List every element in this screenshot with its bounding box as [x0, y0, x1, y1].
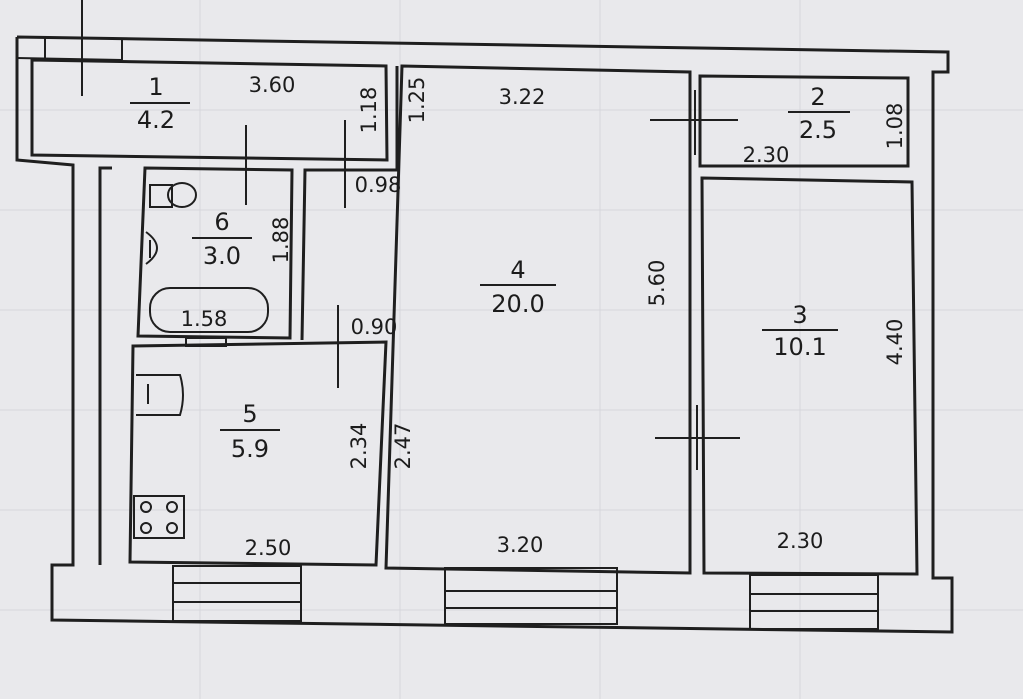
bedroom-window: [749, 574, 879, 630]
room-5-number: 5: [242, 400, 257, 428]
room-1-number: 1: [148, 73, 163, 101]
toilet-tank: [149, 184, 173, 208]
room-4-area: 20.0: [491, 290, 544, 318]
stove-icon: [133, 495, 185, 539]
dim-living-top: 3.22: [499, 85, 546, 109]
kitchen-window: [172, 565, 302, 622]
room-5-area: 5.9: [231, 435, 269, 463]
dim-balcony-depth: 1.18: [357, 87, 381, 134]
windows: [172, 565, 879, 630]
dim-pantry-depth: 1.08: [883, 103, 907, 150]
room-1-balcony: [30, 0, 389, 162]
dim-bath-length: 1.88: [269, 217, 293, 264]
room-6-bathroom: [136, 125, 294, 347]
room-labels: 1 4.2 2 2.5 3 10.1 4 20.0 5 5.9 6 3.0: [130, 73, 850, 463]
corridor-walls: [300, 66, 399, 341]
room-2-area: 2.5: [799, 116, 837, 144]
dim-pantry-width: 2.30: [743, 143, 790, 167]
living-window: [444, 567, 618, 625]
room-4-number: 4: [510, 256, 525, 284]
dim-corridor-width: 0.98: [355, 173, 402, 197]
room-2-pantry: [698, 74, 910, 168]
dim-kitchen-wall: 2.47: [391, 423, 415, 470]
dim-bedroom-width: 2.30: [777, 529, 824, 553]
room-6-number: 6: [214, 208, 229, 236]
dim-kitchen-depth: 2.34: [347, 423, 371, 470]
dim-bedroom-length: 4.40: [883, 319, 907, 366]
room-4-living: [384, 64, 740, 575]
room-1-area: 4.2: [137, 106, 175, 134]
room-3-area: 10.1: [773, 333, 826, 361]
dim-balcony-length: 3.60: [249, 73, 296, 97]
dim-kitchen-width: 2.50: [245, 536, 292, 560]
dim-passage-width: 0.90: [351, 315, 398, 339]
room-2-number: 2: [810, 83, 825, 111]
dim-living-bottom: 3.20: [497, 533, 544, 557]
bathtub: [149, 287, 269, 333]
kitchen-sink: [136, 374, 184, 416]
room-6-area: 3.0: [203, 242, 241, 270]
dimension-labels: 3.60 1.18 1.25 0.98 3.22 5.60 3.20 2.30 …: [181, 73, 907, 560]
dim-bath-width: 1.58: [181, 307, 228, 331]
room-5-kitchen: [128, 305, 388, 567]
bath-sink: [145, 231, 158, 265]
outer-walls: [15, 35, 954, 634]
toilet: [167, 182, 197, 208]
dim-living-length: 5.60: [645, 260, 669, 307]
room-3-bedroom: [700, 176, 919, 576]
room-3-number: 3: [792, 301, 807, 329]
dim-corridor-depth: 1.25: [405, 77, 429, 124]
